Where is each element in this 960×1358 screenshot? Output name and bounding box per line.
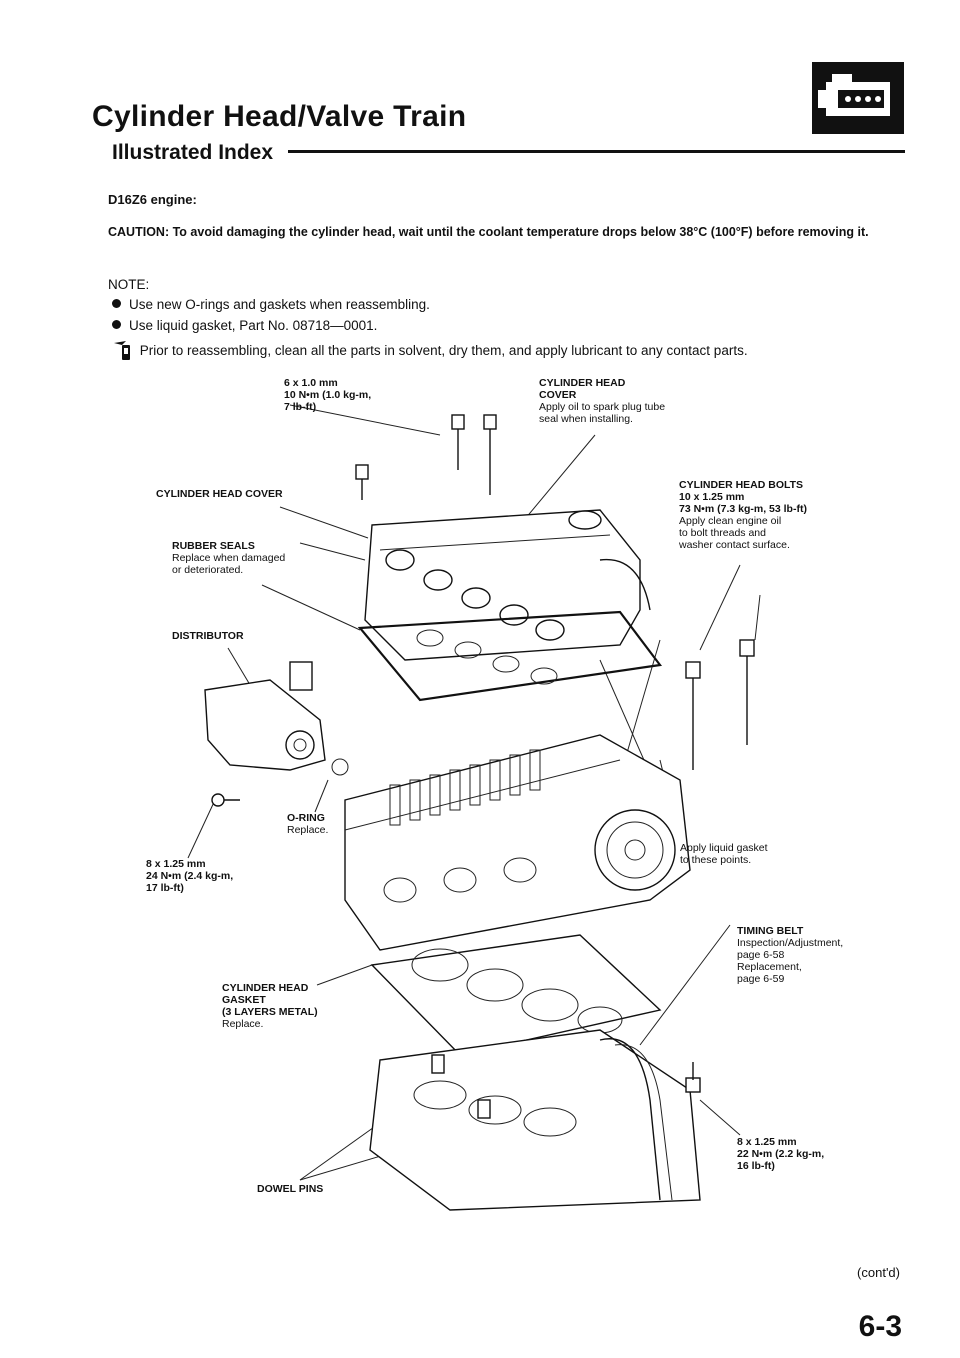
cylinder-head-drawing bbox=[344, 734, 691, 951]
note-item: Prior to reassembling, clean all the par… bbox=[112, 339, 748, 361]
lubricant-icon bbox=[112, 339, 136, 361]
rubber-seal-drawing bbox=[357, 610, 662, 702]
head-cover-left-label: CYLINDER HEAD COVER bbox=[156, 488, 283, 500]
distributor-label: DISTRIBUTOR bbox=[172, 630, 244, 642]
engine-icon bbox=[812, 62, 904, 134]
note-heading: NOTE: bbox=[108, 277, 150, 292]
head-bolts bbox=[685, 639, 755, 770]
page-subtitle: Illustrated Index bbox=[112, 141, 274, 164]
timing-belt-label: TIMING BELT Inspection/Adjustment,page 6… bbox=[737, 925, 844, 985]
head-gasket-drawing bbox=[370, 934, 662, 1056]
title-rule bbox=[288, 150, 905, 153]
note-item: Use new O-rings and gaskets when reassem… bbox=[112, 297, 430, 312]
continued-note: (cont'd) bbox=[857, 1265, 900, 1280]
note-item: Use liquid gasket, Part No. 08718—0001. bbox=[112, 318, 377, 333]
page-number: 6-3 bbox=[858, 1310, 902, 1343]
caution-block: CAUTION: To avoid damaging the cylinder … bbox=[108, 222, 898, 243]
caution-text: To avoid damaging the cylinder head, wai… bbox=[172, 225, 869, 239]
dowel-pins-label: DOWEL PINS bbox=[257, 1183, 324, 1195]
head-cover-drawing bbox=[364, 509, 651, 661]
engine-block-drawing bbox=[369, 1029, 701, 1211]
distributor-drawing bbox=[204, 661, 349, 807]
caution-lead: CAUTION: bbox=[108, 225, 170, 239]
engine-label: D16Z6 engine: bbox=[108, 192, 197, 207]
page-title: Cylinder Head/Valve Train bbox=[92, 100, 467, 133]
cover-bolts bbox=[355, 414, 497, 500]
